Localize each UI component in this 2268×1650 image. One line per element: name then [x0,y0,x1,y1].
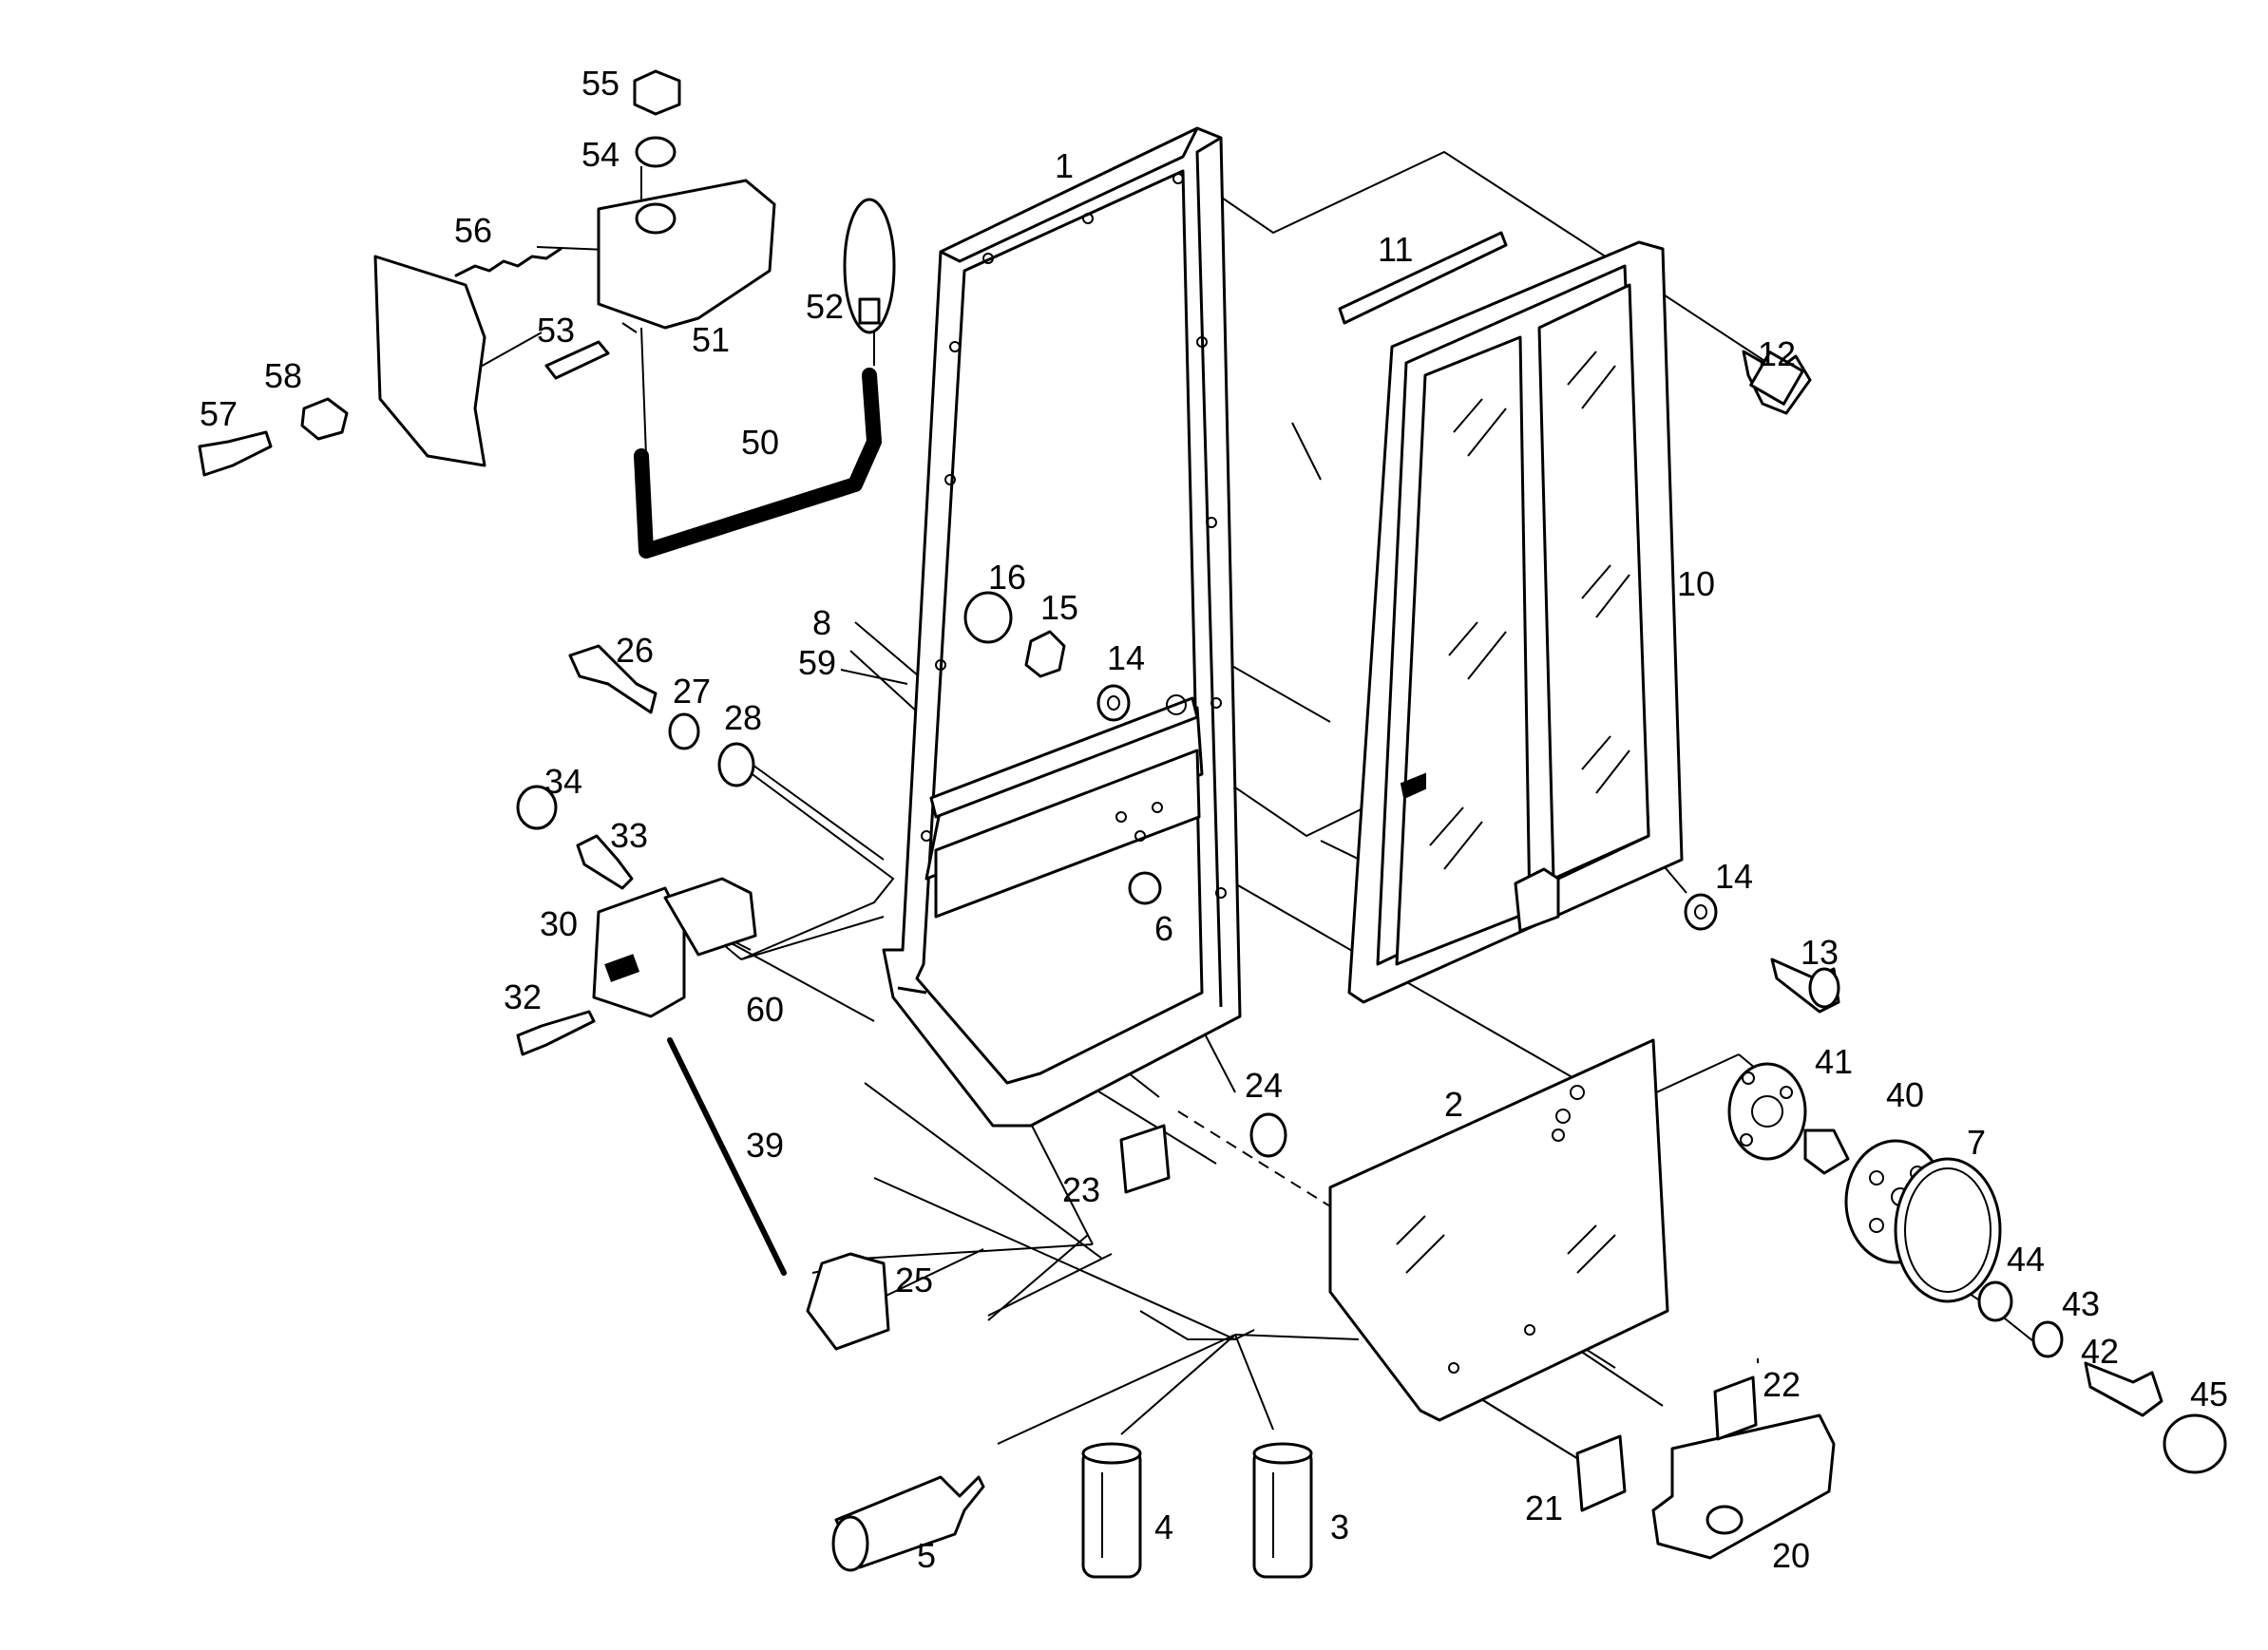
part-bolt-13 [1770,958,1840,1014]
callout-34: 34 [544,762,582,801]
part-cartridge-4 [1081,1442,1142,1579]
callout-57: 57 [200,394,238,433]
callout-16: 16 [988,558,1026,597]
callout-15: 15 [1040,588,1078,627]
part-bracket-25 [806,1252,890,1351]
part-spring-56 [454,247,562,277]
part-washer-44 [1977,1280,2013,1322]
part-washer-14b-hole [1694,904,1707,920]
part-frame [882,126,1242,1128]
part-nut-55 [633,69,681,116]
callout-labels: 1 2 3 4 5 6 7 8 59 10 11 12 13 14 14 15 … [200,64,2228,1575]
part-bracket-51 [597,179,776,330]
part-nut-58 [300,397,349,441]
part-nut-15 [1024,630,1066,678]
part-handle-20 [1651,1413,1836,1560]
callout-20: 20 [1772,1536,1810,1575]
part-bolt-42 [2084,1361,2163,1417]
part-plate-21 [1575,1434,1627,1512]
part-ring-7 [1894,1157,2002,1303]
frame-holes [921,173,1227,899]
callout-40: 40 [1886,1075,1924,1114]
callout-51: 51 [692,320,730,359]
part-washer-14a-hole [1107,695,1120,711]
part-glass-door [1347,240,1684,1004]
callout-1: 1 [1055,146,1074,185]
callout-25: 25 [895,1261,933,1299]
part-pin-53 [544,340,610,380]
part-cap-34 [516,785,558,830]
callout-30: 30 [540,904,578,943]
callout-55: 55 [581,64,619,103]
callout-42: 42 [2081,1332,2119,1371]
part-washer-27 [668,712,700,750]
callout-7: 7 [1967,1123,1986,1162]
callout-27: 27 [673,672,711,711]
part-seal-strip [1338,231,1508,325]
part-plate-22 [1713,1375,1758,1441]
part-washer-54 [635,136,677,168]
callout-6: 6 [1154,909,1173,948]
callout-10: 10 [1677,564,1715,603]
callout-53: 53 [537,311,575,350]
callout-39: 39 [746,1126,784,1165]
callout-43: 43 [2062,1284,2100,1323]
callout-24: 24 [1245,1066,1283,1105]
callout-54: 54 [581,135,619,174]
part-knob-52 [843,198,896,334]
part-washer-24 [1249,1112,1287,1158]
callout-32: 32 [504,977,542,1016]
part-cap-45 [2163,1413,2227,1474]
callout-33: 33 [610,816,648,855]
part-washer-14b [1684,893,1718,931]
callout-28: 28 [724,698,762,737]
callout-3: 3 [1330,1508,1349,1546]
part-screw-32 [516,1010,596,1056]
part-screw-33 [576,834,634,890]
part-bolt-26 [568,644,658,714]
part-cap-16 [963,591,1013,644]
part-bolt-57 [198,430,273,477]
callout-56: 56 [454,211,492,250]
callout-60: 60 [746,990,784,1029]
part-flange-41 [1727,1062,1807,1161]
callout-5: 5 [917,1536,936,1575]
callout-12: 12 [1758,334,1796,373]
part-lever-50 [634,368,882,559]
part-tube-5 [831,1475,985,1572]
part-washer-43 [2031,1320,2064,1358]
part-mount-plate [373,255,486,467]
callout-13: 13 [1801,933,1839,972]
callout-41: 41 [1815,1042,1853,1081]
callout-52: 52 [806,287,844,326]
part-lower-door [1328,1038,1669,1422]
part-washer-28 [717,742,755,787]
callout-21: 21 [1525,1489,1563,1527]
callout-58: 58 [264,356,302,395]
callout-8: 8 [812,603,831,642]
part-pin-39 [667,1037,787,1276]
part-washer-14a [1096,684,1131,722]
callout-11: 11 [1378,230,1413,269]
callout-45: 45 [2190,1375,2228,1413]
callout-2: 2 [1444,1085,1463,1124]
part-latch-30 [592,877,757,1018]
callout-23: 23 [1062,1170,1100,1209]
callout-22: 22 [1763,1365,1801,1404]
part-plate-23 [1119,1124,1171,1194]
callout-50: 50 [741,423,779,462]
part-bolt-12 [1742,350,1812,415]
callout-4: 4 [1154,1508,1173,1546]
callout-14a: 14 [1107,638,1145,677]
callout-59: 59 [798,643,836,682]
callout-14b: 14 [1715,857,1753,896]
callout-26: 26 [616,631,654,670]
part-cartridge-3 [1252,1442,1313,1579]
callout-44: 44 [2007,1240,2045,1279]
